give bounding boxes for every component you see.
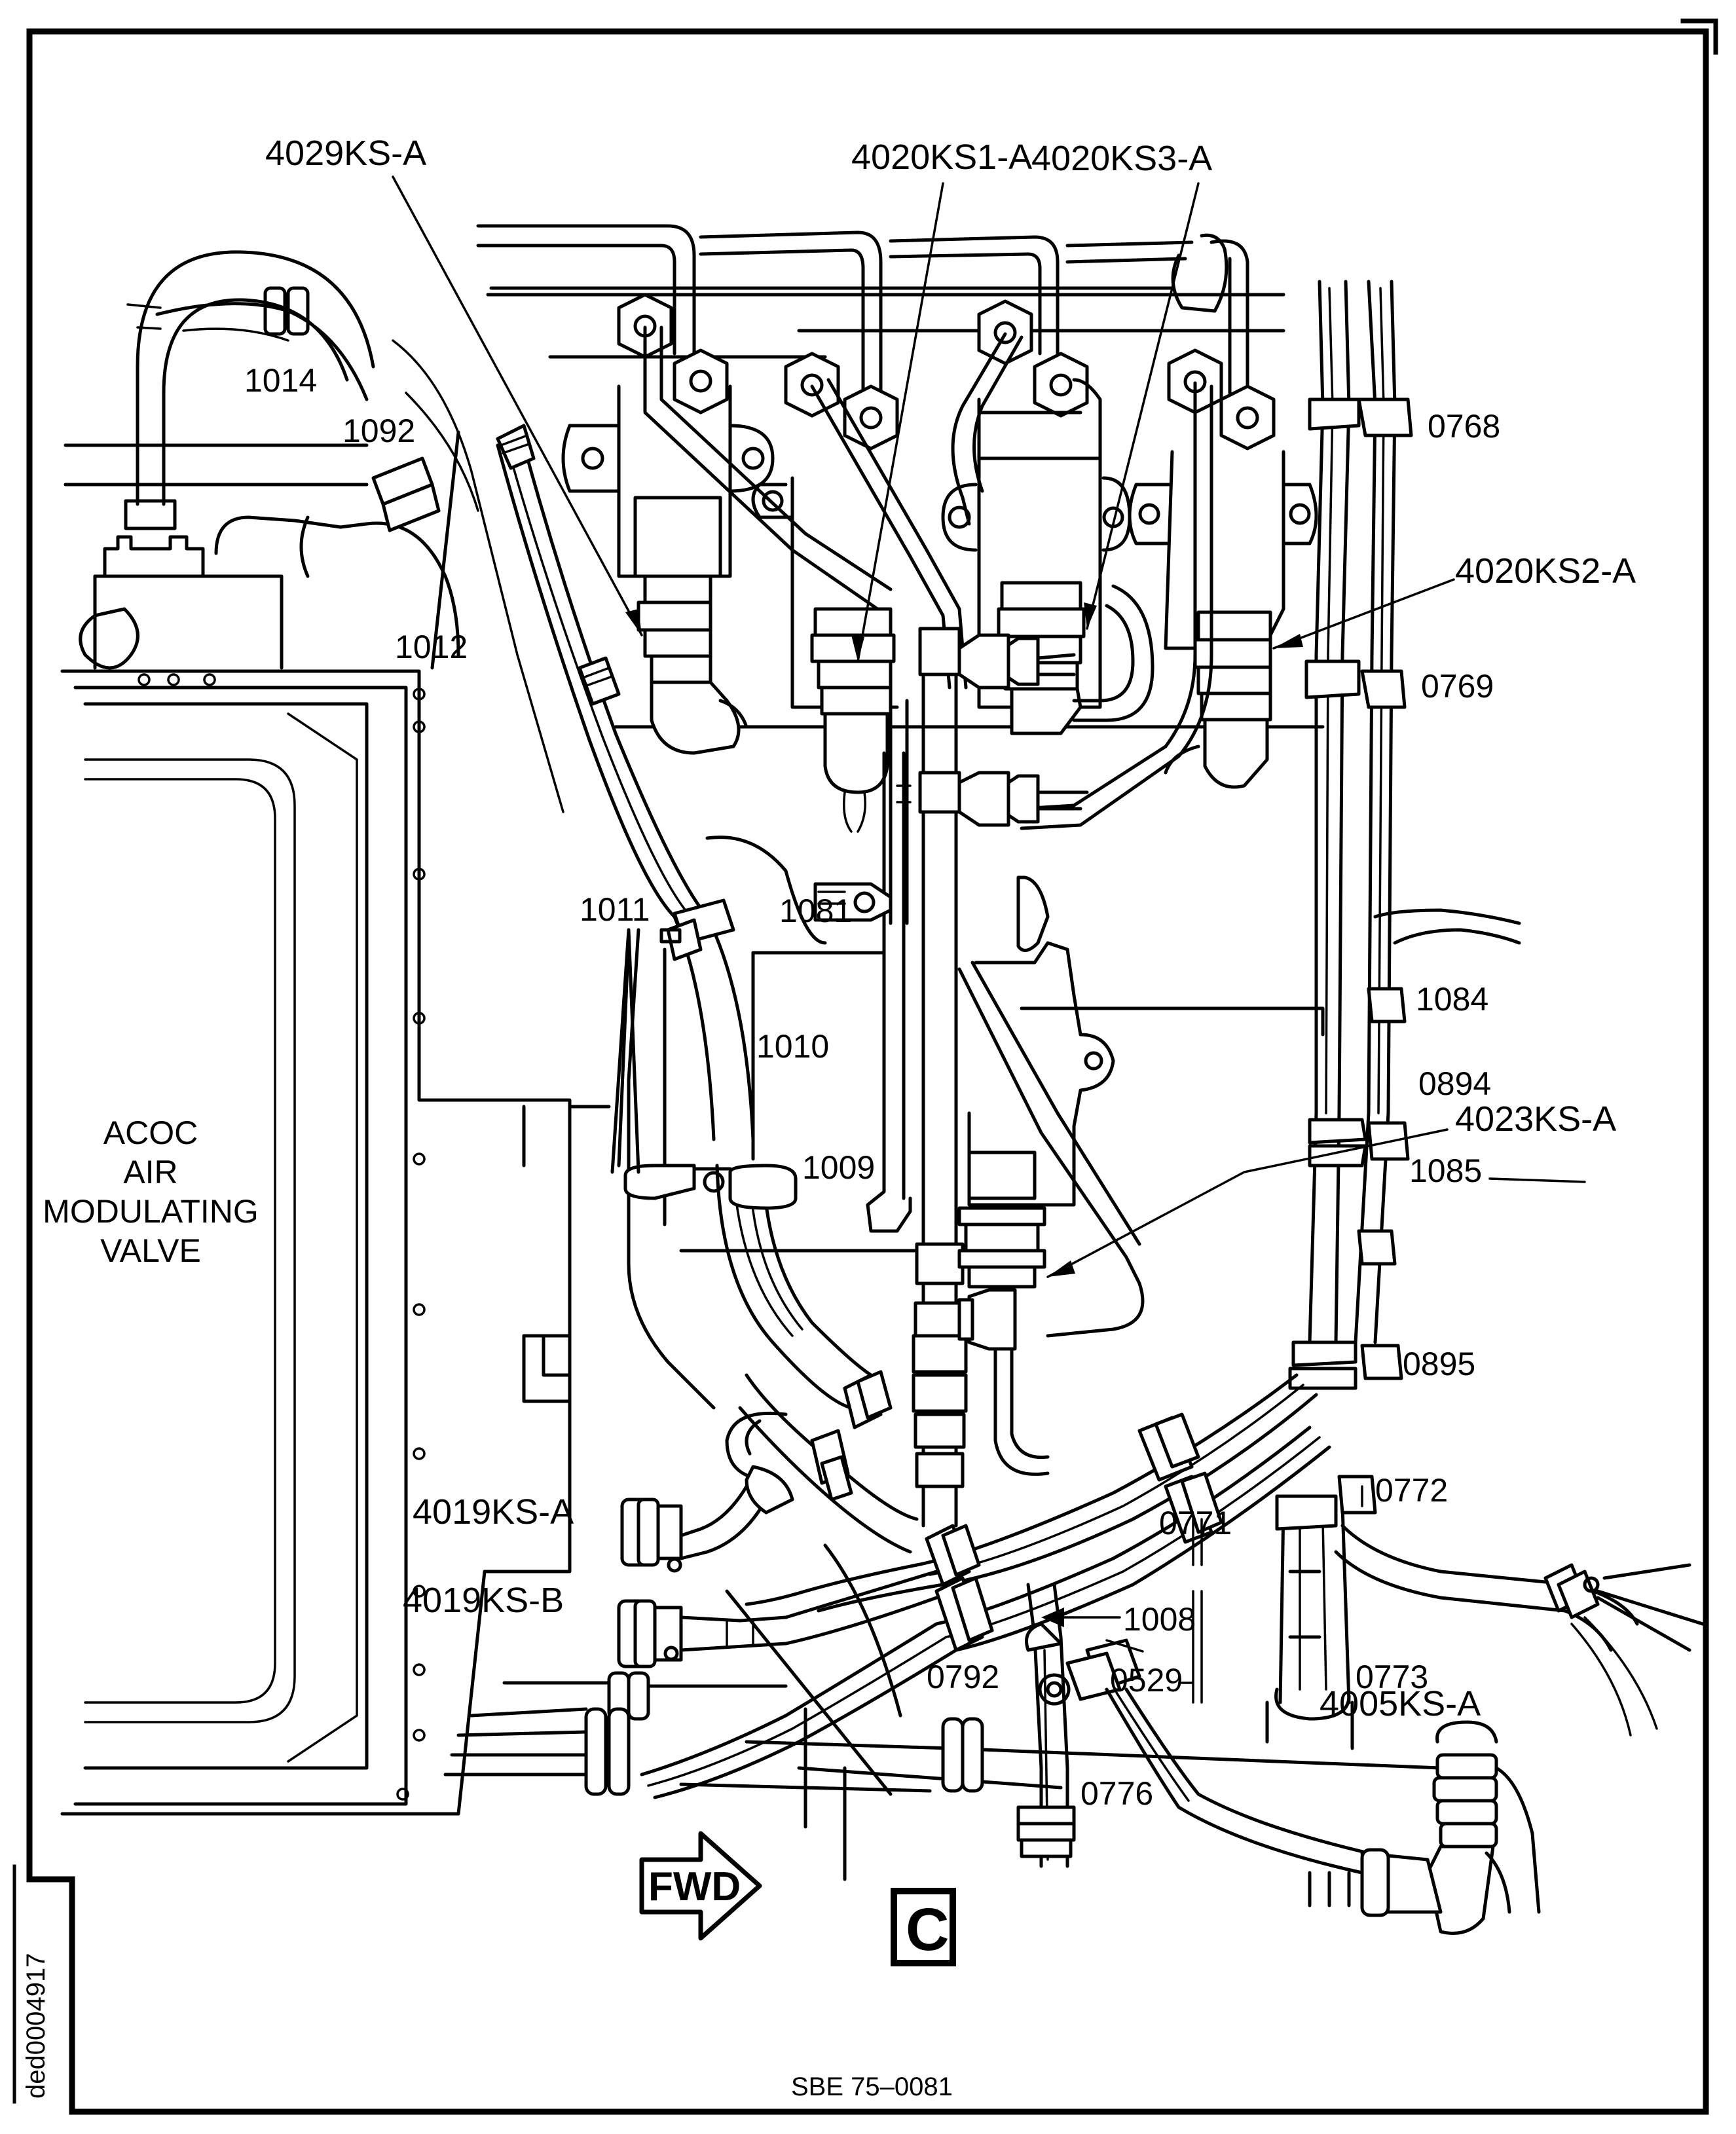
valve-bolts <box>138 673 426 1801</box>
clamp-label-1092: 1092 <box>342 413 415 449</box>
connector-label-4020ks1-a: 4020KS1-A <box>851 138 1032 177</box>
lower-center-harness <box>1016 1583 1371 1875</box>
fwd-direction-arrow <box>639 1831 762 1941</box>
clamp-label-1084: 1084 <box>1416 981 1488 1018</box>
valve-unit-5 <box>957 875 1145 1476</box>
connector-label-4019ks-b: 4019KS-B <box>403 1581 564 1620</box>
component-label-line-3: MODULATING <box>43 1193 259 1230</box>
valve-unit-2 <box>751 352 912 925</box>
figure-frame <box>12 18 1718 2115</box>
view-label-box <box>891 1888 956 1966</box>
clamp-label-1009: 1009 <box>802 1149 875 1186</box>
clamp-label-1011: 1011 <box>580 891 650 928</box>
connector-label-4023ks-a: 4023KS-A <box>1455 1099 1616 1139</box>
upper-left-harness <box>126 286 564 813</box>
acoc-valve-body <box>60 669 572 1816</box>
tube-1081 <box>705 751 912 1233</box>
central-tube <box>912 627 1089 1528</box>
valve-unit-4 <box>1128 348 1318 789</box>
connector-label-4020ks3-a: 4020KS3-A <box>1031 139 1212 178</box>
clamp-label-0772: 0772 <box>1375 1472 1448 1509</box>
leader-lines <box>392 175 1586 1704</box>
connector-label-4005ks-a: 4005KS-A <box>1320 1684 1481 1723</box>
clamp-labels: 1014 1092 1012 1011 1081 1010 1009 0768 … <box>244 362 1500 1812</box>
connector-label-4019ks-a: 4019KS-A <box>413 1492 574 1532</box>
actuator-pipe <box>79 250 460 670</box>
clamp-label-0895: 0895 <box>1403 1346 1475 1382</box>
cross-tubes <box>643 325 1213 830</box>
clamp-label-1008: 1008 <box>1123 1601 1196 1638</box>
clamp-label-0529: 0529 <box>1110 1662 1183 1699</box>
connector-labels: 4029KS-A 4020KS1-A 4020KS3-A 4020KS2-A 4… <box>265 134 1636 1723</box>
fwd-label: FWD <box>648 1864 741 1909</box>
clamp-label-0894: 0894 <box>1418 1065 1491 1102</box>
clamp-label-0773: 0773 <box>1356 1659 1428 1695</box>
clamp-label-1085: 1085 <box>1409 1152 1482 1189</box>
view-label: C <box>906 1896 949 1963</box>
clamp-label-1014: 1014 <box>244 362 317 399</box>
component-label-line-1: ACOC <box>103 1114 198 1151</box>
clamp-label-0771: 0771 <box>1159 1505 1232 1541</box>
clamp-label-1081: 1081 <box>779 892 852 929</box>
right-main-harness <box>1265 280 1705 1750</box>
component-label-line-4: VALVE <box>100 1232 201 1269</box>
clamp-label-1012: 1012 <box>395 629 468 665</box>
drawing-id-label: ded0004917 <box>22 1953 50 2099</box>
clamp-label-0769: 0769 <box>1421 668 1494 705</box>
connector-label-4020ks2-a: 4020KS2-A <box>1455 551 1636 591</box>
service-bulletin-label: SBE 75–0081 <box>791 2072 953 2101</box>
clamp-label-0768: 0768 <box>1428 408 1500 445</box>
structure-lines <box>522 725 1325 1881</box>
clamp-label-0776: 0776 <box>1080 1775 1153 1812</box>
connector-label-4029ks-a: 4029KS-A <box>265 134 426 173</box>
connector-4005ks-a-body <box>1308 1720 1541 1935</box>
valve-unit-1 <box>561 293 775 755</box>
left-main-harness <box>371 424 873 1410</box>
clamp-label-0792: 0792 <box>927 1659 999 1695</box>
component-label: ACOC AIR MODULATING VALVE <box>43 1114 259 1269</box>
lower-harness <box>443 1370 1443 1799</box>
valve-unit-3 <box>941 299 1154 735</box>
component-label-line-2: AIR <box>123 1154 177 1190</box>
clamp-label-1010: 1010 <box>756 1028 829 1065</box>
